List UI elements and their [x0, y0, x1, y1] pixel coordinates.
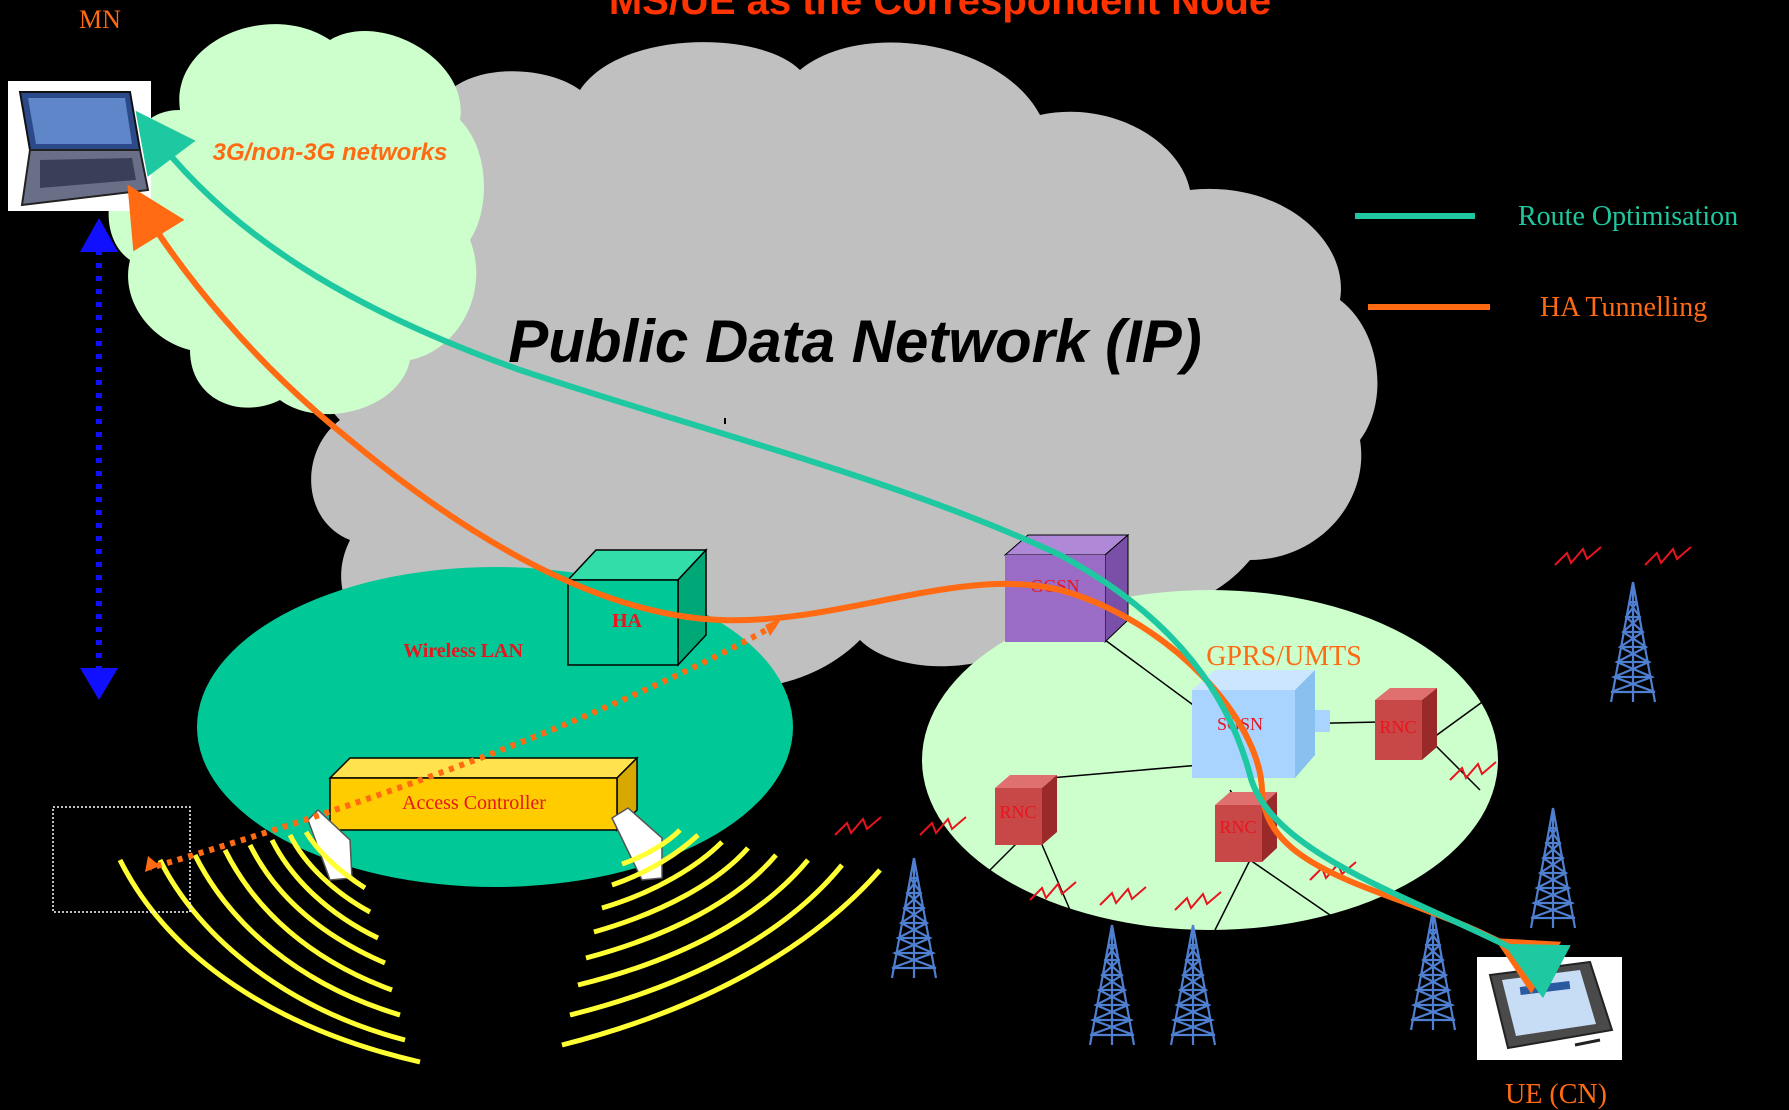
mn-label: MN: [79, 5, 121, 34]
legend-ha-tunnel-label: HA Tunnelling: [1540, 292, 1707, 323]
gprs-label: GPRS/UMTS: [1206, 641, 1362, 672]
page-title: MS/UE as the Correspondent Node: [609, 0, 1271, 23]
access-controller-label: Access Controller: [402, 792, 546, 814]
cloud-main-label: Public Data Network (IP): [508, 308, 1201, 375]
route-optimisation-path: [135, 110, 1571, 999]
access-controller-node: Access Controller: [328, 756, 639, 832]
rnc-right-label: RNC: [1379, 717, 1416, 737]
legend: Route Optimisation HA Tunnelling: [1355, 201, 1738, 323]
laptop-icon: [8, 81, 151, 211]
rnc-left-node: RNC: [995, 775, 1057, 845]
mobility-arrow: [80, 218, 118, 700]
ha-label: HA: [612, 610, 643, 632]
rnc-mid-label: RNC: [1219, 817, 1256, 837]
tablet-icon: [1477, 957, 1622, 1060]
cloud-small-label: 3G/non-3G networks: [213, 139, 448, 166]
rnc-left-label: RNC: [999, 802, 1036, 822]
legend-route-opt-label: Route Optimisation: [1518, 201, 1738, 232]
wlan-label: Wireless LAN: [403, 640, 523, 662]
ue-cn-label: UE (CN): [1505, 1079, 1607, 1110]
rnc-mid-node: RNC: [1215, 792, 1277, 862]
rnc-right-node: RNC: [1375, 688, 1437, 760]
